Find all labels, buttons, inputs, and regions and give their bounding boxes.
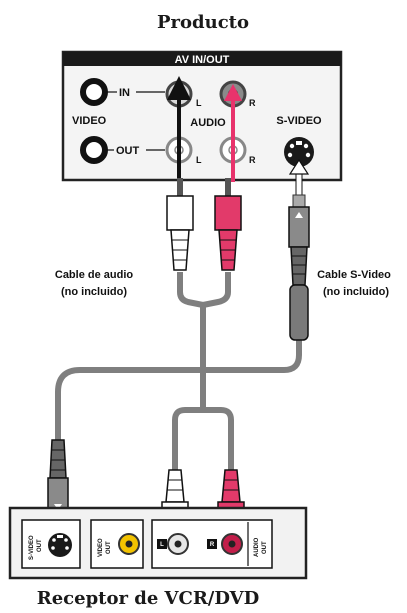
svideo-label: S-VIDEO <box>276 115 322 127</box>
audio-out-l-label: L <box>196 155 202 165</box>
svideo-cable-label-1: Cable S-Video <box>317 269 391 281</box>
receiver-audio-out-1: AUDIO <box>254 537 260 557</box>
audio-cable-label-2: (no incluido) <box>61 286 127 298</box>
audio-right-signal-arrow <box>224 84 242 182</box>
in-label: IN <box>119 87 130 99</box>
audio-out-r-label: R <box>249 155 256 165</box>
receiver-audio-out-2: OUT <box>262 541 268 554</box>
panel-header: AV IN/OUT <box>175 54 230 66</box>
receiver-l-label: L <box>160 542 164 548</box>
svideo-cable-label-2: (no incluido) <box>323 286 389 298</box>
out-label: OUT <box>116 145 140 157</box>
video-label: VIDEO <box>72 115 107 127</box>
audio-left-plug-top <box>166 178 194 271</box>
audio-right-plug-top <box>214 178 242 271</box>
receiver-video-out-2: OUT <box>106 541 112 554</box>
product-av-panel: AV IN/OUT IN VIDEO OUT L R AUDIO L R S-V… <box>61 50 343 182</box>
audio-in-r-label: R <box>249 98 256 108</box>
video-in-jack <box>80 78 108 106</box>
audio-label: AUDIO <box>190 117 226 129</box>
receiver-svideo-out-1: S-VIDEO <box>29 535 35 560</box>
svideo-cable <box>55 340 302 440</box>
audio-cable-label-1: Cable de audio <box>55 269 134 281</box>
receiver-video-out-1: VIDEO <box>98 538 104 557</box>
svideo-in-jack <box>284 137 314 167</box>
audio-cable <box>172 272 234 470</box>
svideo-plug-top <box>288 194 310 341</box>
svideo-signal-arrow <box>288 158 310 195</box>
receiver-panel: S-VIDEO OUT VIDEO OUT L R AUDIO OUT <box>8 506 308 580</box>
video-out-jack <box>80 136 108 164</box>
audio-in-l-label: L <box>196 98 202 108</box>
receiver-title: Receptor de VCR/DVD <box>37 588 259 609</box>
product-title: Producto <box>157 12 249 33</box>
receiver-svideo-out-2: OUT <box>37 539 43 552</box>
receiver-svideo-jack <box>48 533 72 557</box>
receiver-r-label: R <box>210 542 215 548</box>
panel-header-bar <box>63 52 341 66</box>
